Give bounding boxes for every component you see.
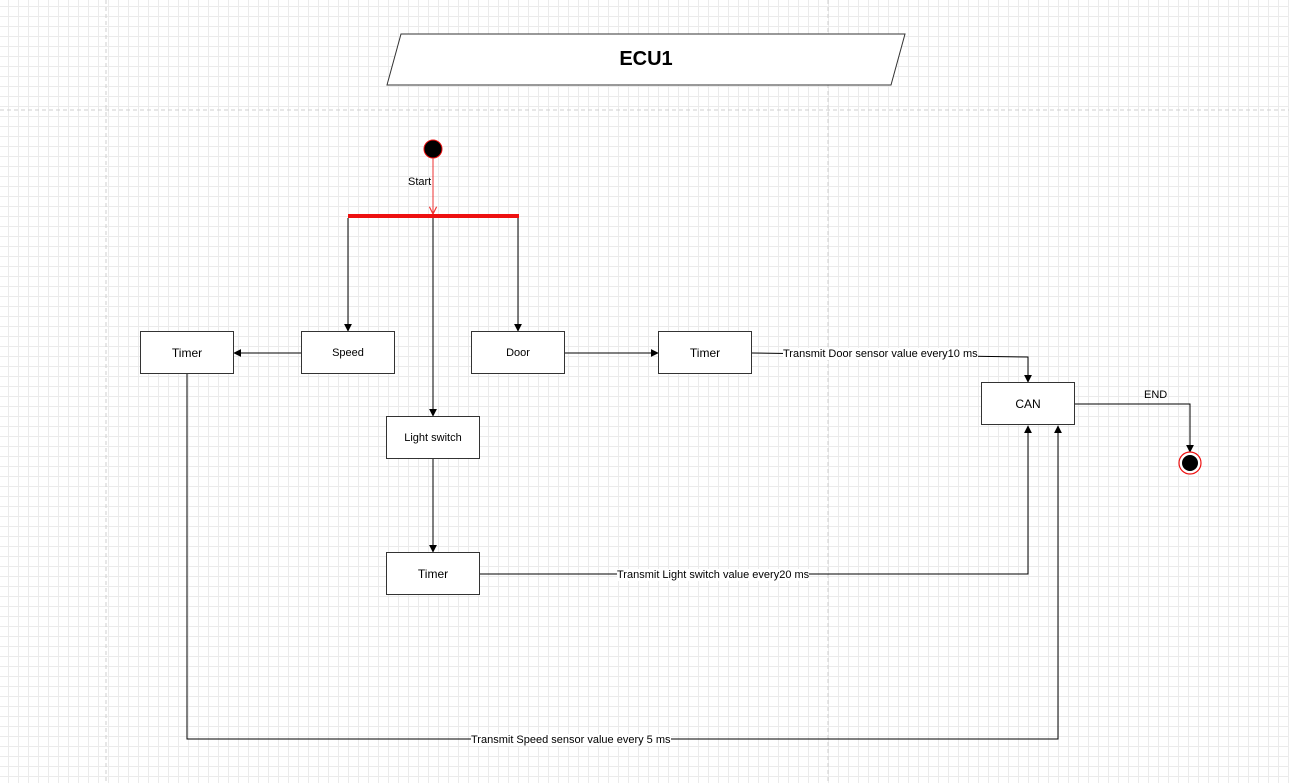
timer-speed-node[interactable]: Timer [140,331,234,374]
can-to-end-edge[interactable] [1075,403,1194,453]
final-node[interactable] [1178,451,1202,475]
title-parallelogram[interactable] [386,33,906,86]
end-label: END [1144,389,1168,401]
door-node[interactable]: Door [471,331,565,374]
speed-node[interactable]: Speed [301,331,395,374]
diagram-title: ECU1 [619,48,673,70]
initial-node[interactable] [423,139,443,159]
light-transmit-label: Transmit Light switch value every20 ms [617,569,810,581]
start-label: Start [408,176,432,188]
timer-door-node[interactable]: Timer [658,331,752,374]
door-transmit-label: Transmit Door sensor value every10 ms [783,348,978,360]
speed-timer-to-can-edge[interactable] [186,374,1062,740]
fork-bar[interactable] [348,214,519,218]
speed-transmit-label: Transmit Speed sensor value every 5 ms [471,734,671,746]
timer-light-node[interactable]: Timer [386,552,480,595]
light-timer-to-can-edge[interactable] [480,425,1032,575]
can-node[interactable]: CAN [981,382,1075,425]
light-switch-node[interactable]: Light switch [386,416,480,459]
